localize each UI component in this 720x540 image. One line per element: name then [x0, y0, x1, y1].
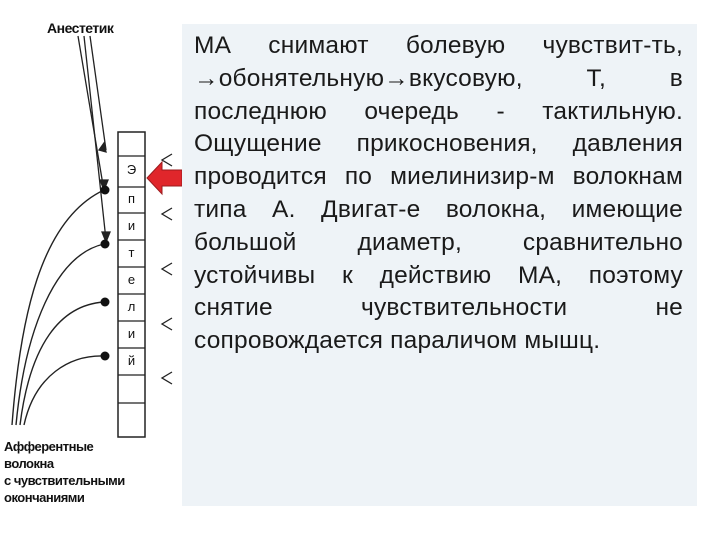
anesthetic-arrows [77, 35, 111, 244]
afferent-label-line: Афферентные [4, 439, 94, 454]
segment-letter: л [127, 299, 136, 314]
red-arrow-icon [146, 160, 183, 196]
triangle-markers [160, 153, 173, 385]
segment-letter: п [127, 191, 136, 206]
segment-letter: т [128, 245, 135, 260]
nerve-endings [100, 185, 110, 361]
segment-letter: й [127, 353, 136, 368]
segment-letter: и [127, 218, 136, 233]
afferent-fibers-label: Афферентные волокна с чувствительными ок… [4, 438, 125, 506]
main-paragraph: МА снимают болевую чувствит-ть, →обоняте… [194, 32, 683, 355]
segment-letter: и [127, 326, 136, 341]
afferent-label-line: окончаниями [4, 490, 85, 505]
segment-letter: е [127, 272, 136, 287]
epithelium-column [117, 131, 146, 438]
text-panel: МА снимают болевую чувствит-ть, →обоняте… [182, 24, 697, 506]
epithelium-cells [118, 155, 145, 404]
segment-letter: Э [126, 162, 137, 177]
afferent-label-line: с чувствительными [4, 473, 125, 488]
afferent-label-line: волокна [4, 456, 54, 471]
anesthetic-label: Анестетик [47, 20, 114, 36]
afferent-fibers [11, 189, 105, 426]
